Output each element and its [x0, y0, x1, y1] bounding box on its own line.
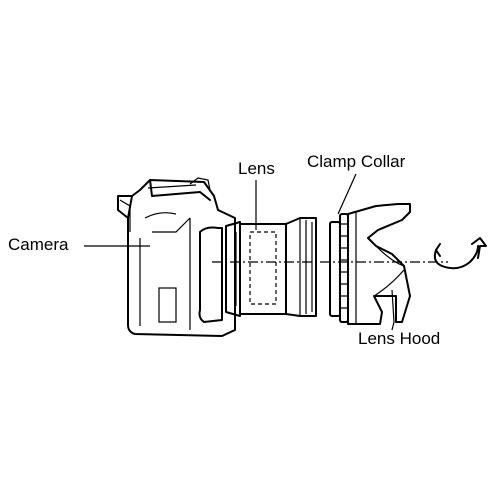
clamp-collar-leader-line — [337, 173, 357, 215]
camera-label: Camera — [8, 235, 69, 254]
lens-label: Lens — [238, 159, 275, 178]
lens-hood-leader-line — [391, 289, 395, 331]
clamp-collar-label: Clamp Collar — [307, 152, 406, 171]
camera-body — [117, 177, 236, 337]
lens-hood-label: Lens Hood — [358, 329, 441, 348]
lens-hood — [347, 203, 411, 325]
clamp-collar — [329, 213, 349, 323]
lens-barrel — [225, 217, 317, 317]
rotate-arrow-icon — [433, 237, 487, 270]
